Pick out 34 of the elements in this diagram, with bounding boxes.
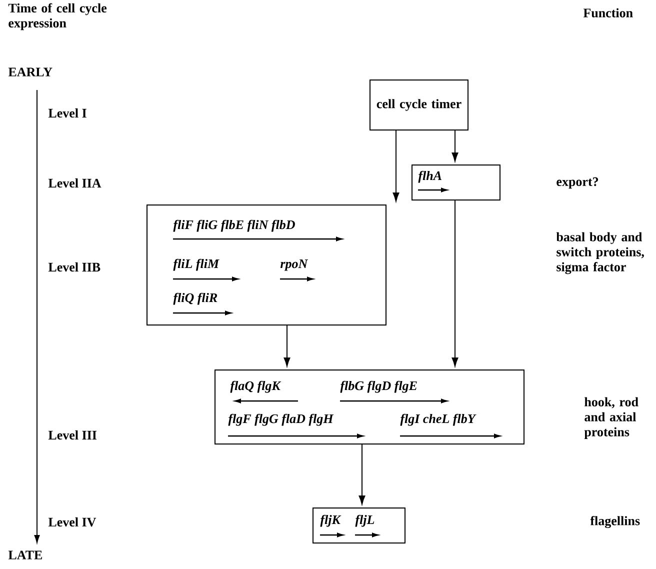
- gene-label: flhA: [418, 170, 442, 183]
- arrow: [392, 130, 400, 202]
- level-label: Level III: [48, 430, 97, 440]
- operon-box: [146, 204, 386, 326]
- level-label: Level IIA: [48, 178, 102, 188]
- gene-label: fliF fliG flbE fliN flbD: [173, 220, 295, 232]
- gene-label: fljK: [320, 514, 342, 527]
- gene-label: flbG flgD flgE: [340, 380, 417, 393]
- gene-label: flgI cheL flbY: [400, 414, 476, 426]
- function-label: basal body and switch proteins, sigma factor: [556, 232, 644, 274]
- gene-label: fljL: [355, 514, 374, 527]
- gene-label: fliL fliM: [173, 258, 220, 271]
- heading: Function: [583, 8, 633, 18]
- level-label: Level I: [48, 108, 86, 118]
- function-label: hook, rod and axial proteins: [584, 397, 638, 439]
- arrow: [452, 200, 458, 367]
- operon-box: [312, 508, 406, 544]
- level-label: Level IV: [48, 517, 96, 527]
- function-label: flagellins: [590, 516, 640, 528]
- arrow: [358, 444, 366, 505]
- arrow: [452, 130, 458, 162]
- function-label: export?: [556, 177, 598, 189]
- level-label: Level IIB: [48, 262, 100, 272]
- arrow: [284, 325, 290, 367]
- heading: Time of cell cycle expression: [8, 3, 107, 30]
- gene-label: flaQ flgK: [230, 380, 282, 393]
- process-box: cell cycle timer: [370, 80, 468, 130]
- gene-label: rpoN: [280, 259, 308, 271]
- gene-label: flgF flgG flaD flgH: [228, 414, 334, 426]
- operon-box: [412, 164, 500, 200]
- level-label: EARLY: [8, 68, 52, 76]
- level-label: LATE: [8, 550, 42, 560]
- operon-box: [214, 370, 524, 444]
- gene-label: fliQ fliR: [173, 292, 218, 305]
